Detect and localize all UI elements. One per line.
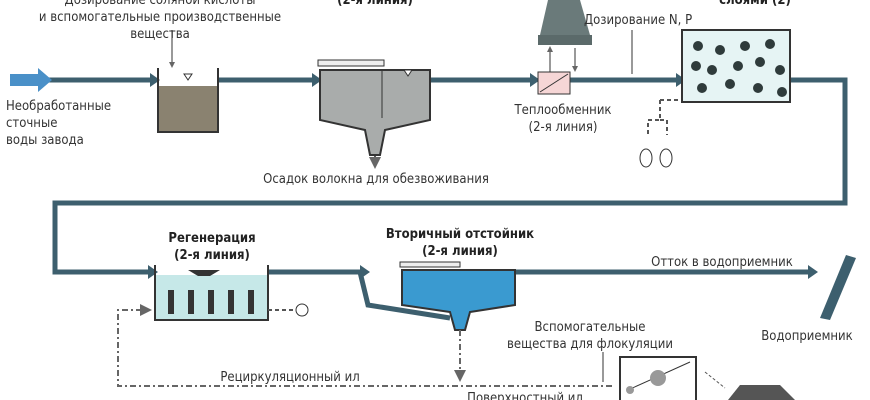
inlet-arrow-icon bbox=[10, 68, 52, 92]
bioreactor-title: слоями (2) bbox=[719, 0, 791, 8]
acid-dosing-label: Дозирование соляной кислоты bbox=[65, 0, 256, 8]
secondary-clarifier bbox=[399, 261, 516, 382]
equalization-tank bbox=[157, 30, 219, 133]
acid-dosing-label: вещества bbox=[130, 27, 190, 42]
bioreactor bbox=[639, 29, 791, 168]
surface-sludge-label: Поверхностный ил bbox=[467, 391, 583, 400]
main-pipeline bbox=[30, 73, 848, 321]
receiver-label: Водоприемник bbox=[761, 329, 852, 344]
fiber-sludge-label: Осадок волокна для обезвоживания bbox=[263, 172, 489, 187]
raw-water-label: сточные bbox=[6, 116, 57, 131]
acid-dosing-label: и вспомогательные производственные bbox=[39, 10, 281, 25]
raw-water-label: Необработанные bbox=[6, 99, 111, 114]
np-dosing-label: Дозирование N, P bbox=[584, 13, 692, 28]
blower-icon bbox=[639, 148, 653, 168]
regeneration-tank bbox=[154, 265, 309, 321]
raw-water-label: воды завода bbox=[6, 133, 84, 148]
heat-exchanger-label: Теплообменник bbox=[514, 103, 612, 118]
regeneration-title: Регенерация bbox=[168, 231, 255, 246]
primary-clarifier-title: (2-я линия) bbox=[337, 0, 413, 8]
blower-icon bbox=[659, 148, 673, 168]
primary-clarifier bbox=[317, 59, 431, 169]
outflow-label: Отток в водоприемник bbox=[651, 255, 793, 270]
secondary-clarifier-title: (2-я линия) bbox=[422, 244, 498, 259]
cooling-tower bbox=[538, 0, 592, 72]
recirculation-line bbox=[117, 304, 612, 387]
flocculant-label: вещества для флокуляции bbox=[507, 337, 673, 352]
receiver-river-icon bbox=[820, 255, 856, 320]
recirculation-label: Рециркуляционный ил bbox=[220, 370, 359, 385]
belt-press bbox=[619, 356, 795, 400]
flocculant-label: Вспомогательные bbox=[534, 320, 645, 335]
secondary-clarifier-title: Вторичный отстойник bbox=[386, 227, 534, 242]
heat-exchanger bbox=[537, 71, 571, 95]
regeneration-title: (2-я линия) bbox=[174, 248, 250, 263]
heat-exchanger-label: (2-я линия) bbox=[529, 120, 598, 135]
